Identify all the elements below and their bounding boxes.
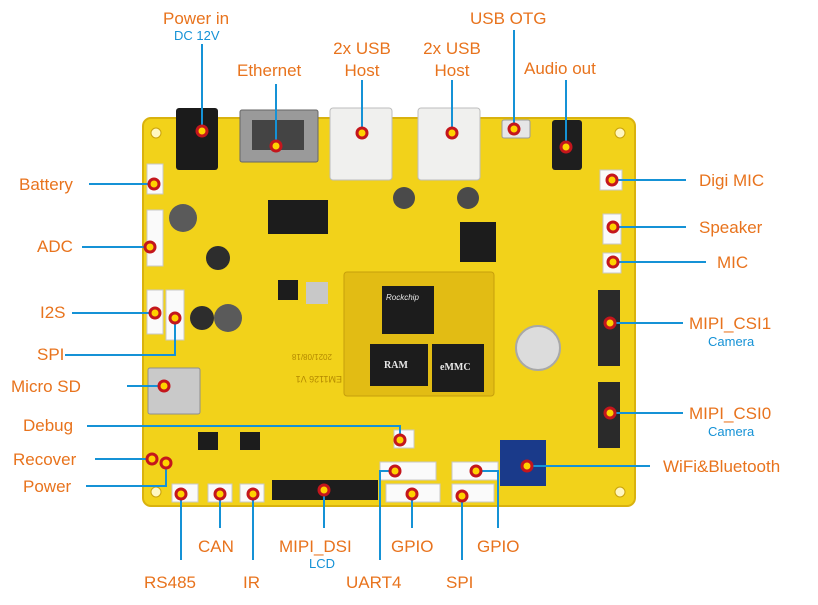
capacitor — [393, 187, 415, 209]
label-speaker: Speaker — [699, 218, 763, 237]
marker-usb-host-1 — [355, 126, 369, 140]
rockchip-label: Rockchip — [386, 293, 419, 302]
marker-rs485 — [174, 487, 188, 501]
label-usb-host-1: 2x USB Host — [333, 39, 391, 80]
label-ir: IR — [243, 573, 260, 592]
label-adc: ADC — [37, 237, 73, 256]
marker-micro-sd — [157, 379, 171, 393]
marker-can — [213, 487, 227, 501]
leader-power — [86, 463, 167, 487]
mounting-hole — [614, 486, 626, 498]
coin-cell — [515, 325, 561, 371]
label-ethernet: Ethernet — [237, 61, 302, 80]
label-spi-left: SPI — [37, 345, 65, 364]
leader-spi-left — [65, 318, 176, 356]
ic-chip — [240, 432, 260, 450]
marker-gpio-2 — [469, 464, 483, 478]
dc-jack — [176, 108, 218, 170]
ic-chip — [268, 200, 328, 234]
capacitor — [457, 187, 479, 209]
marker-digi-mic — [605, 173, 619, 187]
label-battery: Battery — [19, 175, 73, 194]
label-mipi-csi0-sub: Camera — [708, 424, 755, 439]
capacitor — [169, 204, 197, 232]
marker-wifi — [520, 459, 534, 473]
marker-debug — [393, 433, 407, 447]
leader-gpio-2 — [476, 470, 499, 528]
soc-chip — [382, 286, 434, 334]
ic-chip — [306, 282, 328, 304]
marker-usb-host-2 — [445, 126, 459, 140]
marker-spi-left — [168, 311, 182, 325]
label-usb-otg: USB OTG — [470, 9, 547, 28]
marker-adc — [143, 240, 157, 254]
label-recover: Recover — [13, 450, 77, 469]
marker-i2s — [148, 306, 162, 320]
emmc-chip — [432, 344, 484, 392]
marker-mipi-dsi — [317, 483, 331, 497]
ic-chip — [198, 432, 218, 450]
label-mipi-csi0: MIPI_CSI0 — [689, 404, 772, 423]
marker-power — [159, 456, 173, 470]
label-audio-out: Audio out — [524, 59, 596, 78]
label-debug: Debug — [23, 416, 74, 435]
marker-ir — [246, 487, 260, 501]
marker-ethernet — [269, 139, 283, 153]
label-can: CAN — [198, 537, 234, 556]
marker-speaker — [606, 220, 620, 234]
label-mipi-csi1-sub: Camera — [708, 334, 755, 349]
capacitor — [190, 306, 214, 330]
mounting-hole — [150, 486, 162, 498]
marker-mic — [606, 255, 620, 269]
ic-chip — [278, 280, 298, 300]
marker-mipi-csi0 — [603, 406, 617, 420]
label-micro-sd: Micro SD — [11, 377, 81, 396]
label-gpio-2: GPIO — [477, 537, 520, 556]
board-model-label: EM1126 V1 — [296, 374, 342, 384]
mounting-hole — [614, 127, 626, 139]
usb-host-port — [417, 107, 481, 181]
ic-chip — [460, 222, 496, 262]
emmc-label: eMMC — [440, 362, 471, 373]
marker-battery — [147, 177, 161, 191]
marker-spi-bottom — [455, 489, 469, 503]
label-mipi-dsi-sub: LCD — [309, 556, 336, 571]
label-spi-bottom: SPI — [446, 573, 474, 592]
label-mipi-csi1: MIPI_CSI1 — [689, 314, 772, 333]
micro-sd-slot — [147, 367, 201, 415]
adc-connector — [146, 209, 164, 267]
label-gpio-1: GPIO — [391, 537, 434, 556]
label-power-in: Power in — [163, 9, 230, 28]
label-usb-host-2: 2x USB Host — [423, 39, 481, 80]
markers — [143, 122, 620, 503]
marker-usb-otg — [507, 122, 521, 136]
marker-audio-out — [559, 140, 573, 154]
label-rs485: RS485 — [144, 573, 196, 592]
label-mic: MIC — [717, 253, 749, 272]
capacitor — [206, 246, 230, 270]
mounting-hole — [150, 127, 162, 139]
ram-label: RAM — [384, 360, 408, 371]
marker-gpio-1 — [405, 487, 419, 501]
label-i2s: I2S — [40, 303, 66, 322]
capacitor — [214, 304, 242, 332]
label-power: Power — [23, 477, 72, 496]
marker-mipi-csi1 — [603, 316, 617, 330]
label-uart4: UART4 — [346, 573, 402, 592]
label-digi-mic: Digi MIC — [699, 171, 765, 190]
marker-uart4 — [388, 464, 402, 478]
label-mipi-dsi: MIPI_DSI — [279, 537, 352, 556]
marker-power-in — [195, 124, 209, 138]
board-date-label: 2021/08/18 — [291, 352, 332, 361]
marker-recover — [145, 452, 159, 466]
label-power-in-sub: DC 12V — [174, 28, 220, 43]
ram-chip — [370, 344, 428, 386]
label-wifi-bluetooth: WiFi&Bluetooth — [663, 457, 781, 476]
